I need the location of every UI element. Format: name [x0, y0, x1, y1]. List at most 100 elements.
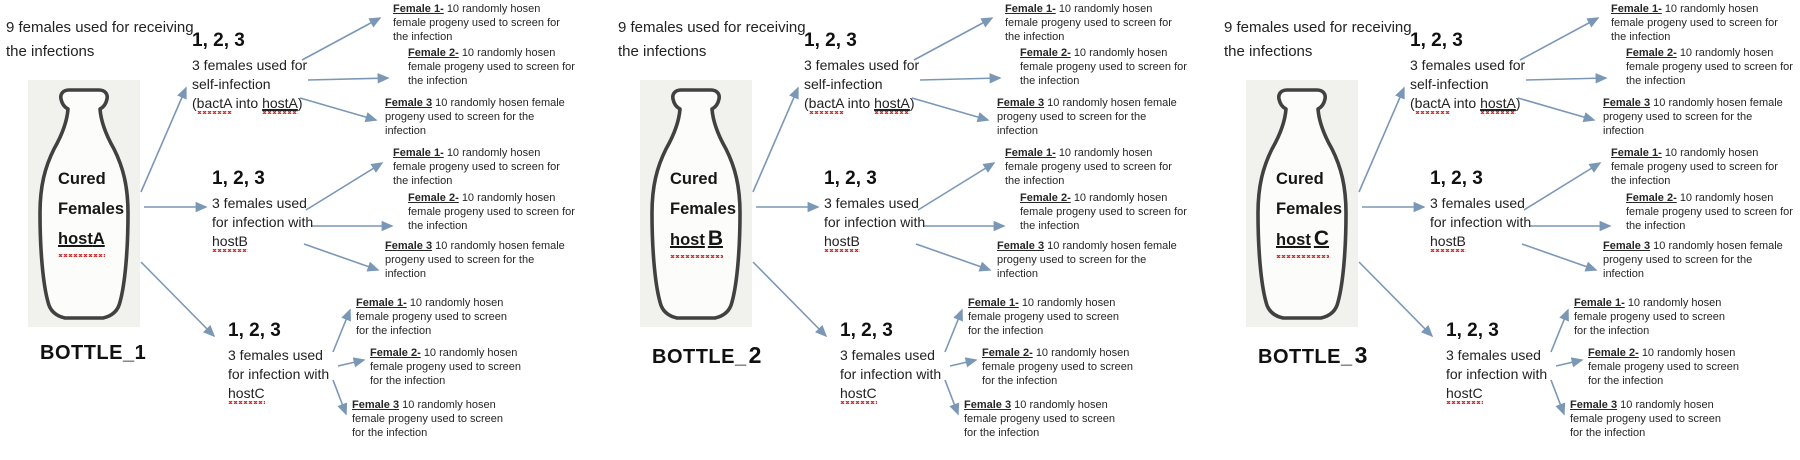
bactA-term: bactA — [808, 95, 844, 114]
branch-self-infection: 1, 2, 3 3 females used for self-infectio… — [1410, 30, 1578, 113]
flow-arrow — [913, 17, 994, 61]
leaf-label: Female 2- — [370, 347, 421, 359]
leaf-note: Female 1- 10 randomly hosen female proge… — [1005, 3, 1172, 43]
leaf-note: Female 3 10 randomly hosen female progen… — [964, 399, 1116, 439]
leaf-note: Female 1- 10 randomly hosen female proge… — [1611, 3, 1778, 43]
leaf-label: Female 1- — [393, 3, 444, 15]
bottle-icon — [38, 88, 130, 320]
leaf-note: Female 2- 10 randomly hosen female proge… — [370, 347, 522, 387]
flow-arrow — [332, 379, 348, 416]
flow-arrow — [919, 73, 1002, 84]
branch-numbers: 1, 2, 3 — [804, 30, 857, 51]
flow-arrow — [1550, 379, 1566, 416]
leaf-note: Female 2- 10 randomly hosen female proge… — [1020, 192, 1187, 232]
branch-hostB-infection: 1, 2, 3 3 females used for infection wit… — [824, 168, 992, 251]
flow-arrow — [299, 97, 378, 123]
branch-hostC-infection: 1, 2, 3 3 females used for infection wit… — [228, 320, 396, 403]
leaf-label: Female 3 — [997, 97, 1045, 109]
bottle-text-line: Cured — [58, 170, 106, 188]
bottle-label: BOTTLE_1 — [40, 342, 147, 364]
flow-arrow — [332, 308, 351, 353]
branch-numbers: 1, 2, 3 — [1446, 320, 1499, 341]
hostB-term: hostB — [212, 233, 248, 252]
leaf-note: Female 3 10 randomly hosen female progen… — [1603, 97, 1783, 137]
bottle-number: 2 — [748, 342, 762, 368]
panel: 9 females used for receiving the infecti… — [612, 0, 1212, 460]
leaf-note: Female 1- 10 randomly hosen female proge… — [356, 297, 508, 337]
flow-arrow — [1358, 261, 1434, 338]
leaf-label: Female 3 — [1603, 97, 1651, 109]
branch-hostC-infection: 1, 2, 3 3 females used for infection wit… — [840, 320, 1008, 403]
leaf-note: Female 3 10 randomly hosen female progen… — [385, 240, 565, 280]
flow-arrow — [303, 243, 380, 272]
branch-numbers: 1, 2, 3 — [840, 320, 893, 341]
leaf-note: Female 1- 10 randomly hosen female proge… — [1574, 297, 1726, 337]
leaf-label: Female 1- — [1574, 297, 1625, 309]
hostA-term: hostA — [1480, 95, 1516, 114]
branch-numbers: 1, 2, 3 — [1410, 30, 1463, 51]
bottle-number: 3 — [1354, 342, 1368, 368]
leaf-label: Female 3 — [964, 399, 1012, 411]
flow-arrow — [915, 243, 992, 272]
flow-arrow — [337, 357, 366, 368]
hostC-term: hostC — [840, 385, 877, 404]
branch-numbers: 1, 2, 3 — [1430, 168, 1483, 189]
flow-arrow — [1525, 73, 1608, 84]
leaf-note: Female 1- 10 randomly hosen female proge… — [393, 3, 560, 43]
leaf-note: Female 1- 10 randomly hosen female proge… — [1611, 147, 1778, 187]
bottle-label: BOTTLE_3 — [1258, 342, 1368, 368]
flow-arrow — [944, 379, 960, 416]
leaf-label: Female 3 — [1603, 240, 1651, 252]
leaf-label: Female 3 — [997, 240, 1045, 252]
panel: 9 females used for receiving the infecti… — [0, 0, 600, 460]
leaf-note: Female 2- 10 randomly hosen female proge… — [1626, 192, 1793, 232]
branch-self-infection: 1, 2, 3 3 females used for self-infectio… — [192, 30, 360, 113]
leaf-label: Female 2- — [982, 347, 1033, 359]
bottle-icon — [650, 88, 742, 320]
flow-arrow — [949, 357, 978, 368]
flow-arrow — [1555, 357, 1584, 368]
leaf-note: Female 2- 10 randomly hosen female proge… — [408, 47, 575, 87]
flow-arrow — [1358, 86, 1405, 193]
flow-arrow — [917, 162, 996, 211]
flow-arrow — [911, 97, 990, 123]
leaf-label: Female 1- — [1611, 3, 1662, 15]
panel: 9 females used for receiving the infecti… — [1218, 0, 1800, 460]
branch-hostB-infection: 1, 2, 3 3 females used for infection wit… — [212, 168, 380, 251]
leaf-label: Female 1- — [1005, 3, 1056, 15]
branch-hostC-infection: 1, 2, 3 3 females used for infection wit… — [1446, 320, 1614, 403]
leaf-label: Female 1- — [356, 297, 407, 309]
bottle-text-line: Cured — [670, 170, 718, 188]
panel-header: 9 females used for receiving the infecti… — [1224, 19, 1412, 60]
leaf-label: Female 2- — [1020, 192, 1071, 204]
leaf-label: Female 2- — [408, 47, 459, 59]
bottle-host-letter: A — [92, 230, 105, 248]
leaf-note: Female 3 10 randomly hosen female progen… — [997, 97, 1177, 137]
branch-numbers: 1, 2, 3 — [192, 30, 245, 51]
flow-arrow — [752, 86, 799, 193]
leaf-label: Female 2- — [1626, 47, 1677, 59]
branch-numbers: 1, 2, 3 — [824, 168, 877, 189]
branch-numbers: 1, 2, 3 — [212, 168, 265, 189]
leaf-note: Female 2- 10 randomly hosen female proge… — [408, 192, 575, 232]
bottle-text: Cured Females hostA — [58, 164, 124, 257]
leaf-note: Female 3 10 randomly hosen female progen… — [1603, 240, 1783, 280]
leaf-label: Female 1- — [393, 147, 444, 159]
branch-bact-host-line: (bactA into hostA) — [804, 94, 972, 113]
panel-header: 9 females used for receiving the infecti… — [618, 19, 806, 60]
bottle-label: BOTTLE_2 — [652, 342, 762, 368]
leaf-label: Female 1- — [1005, 147, 1056, 159]
leaf-label: Female 3 — [385, 240, 433, 252]
leaf-note: Female 3 10 randomly hosen female progen… — [352, 399, 504, 439]
bottle-host-letter: C — [1313, 227, 1330, 250]
bottle-text-line: Females — [670, 200, 737, 218]
bottle-number: 1 — [134, 342, 147, 364]
leaf-note: Female 3 10 randomly hosen female progen… — [1570, 399, 1722, 439]
leaf-note: Female 2- 10 randomly hosen female proge… — [1626, 47, 1793, 87]
